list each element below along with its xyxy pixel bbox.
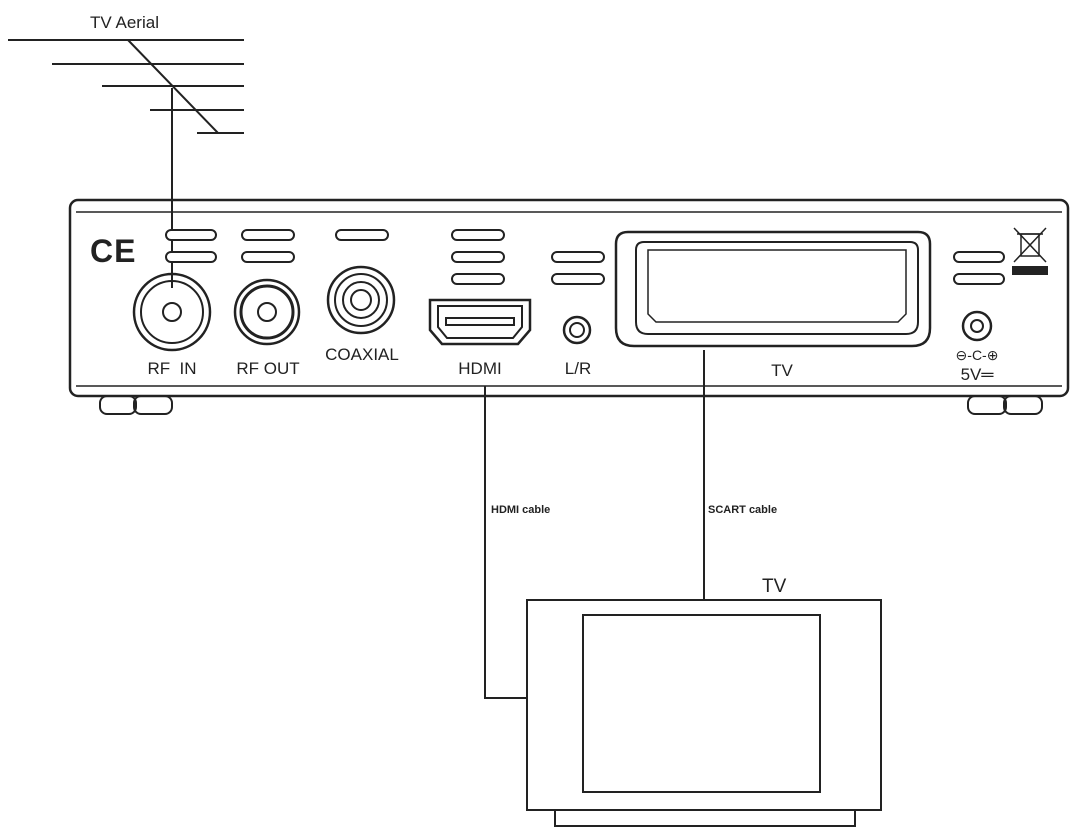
coaxial-port xyxy=(326,265,396,335)
lr-audio-port xyxy=(562,315,592,345)
power-rating-label: 5V═ xyxy=(961,365,995,384)
scart-label: TV xyxy=(771,361,793,380)
scart-port xyxy=(614,230,932,348)
television xyxy=(526,599,882,827)
tv-stand xyxy=(554,809,856,827)
weee-bin-icon xyxy=(1012,227,1048,275)
lr-label: L/R xyxy=(565,359,591,378)
tv-label: TV xyxy=(762,576,787,597)
hdmi-cable xyxy=(484,386,527,699)
tv-screen xyxy=(582,614,821,793)
tv-cabinet xyxy=(526,599,882,811)
hdmi-port-label: HDMI xyxy=(458,359,501,378)
hdmi-port xyxy=(428,298,532,346)
receiver-feet xyxy=(99,395,1043,415)
rf-in-port xyxy=(132,272,212,352)
rf-in-label: RF IN xyxy=(147,359,196,378)
receiver-body xyxy=(68,198,1070,398)
power-polarity-label: ⊖-C-⊕ xyxy=(956,347,999,363)
aerial-label: TV Aerial xyxy=(90,13,159,32)
tv-aerial: TV Aerial xyxy=(8,13,244,134)
scart-cable-label: SCART cable xyxy=(708,504,777,516)
receiver-rear-panel: CE RF IN RF OUT xyxy=(68,198,1070,415)
rf-out-port xyxy=(233,278,301,346)
vent-slots xyxy=(165,229,1005,285)
hdmi-cable-label: HDMI cable xyxy=(491,504,550,516)
rf-out-label: RF OUT xyxy=(236,359,299,378)
dc-power-port xyxy=(961,310,993,342)
coaxial-label: COAXIAL xyxy=(325,345,399,364)
ce-mark: CE xyxy=(90,233,136,269)
